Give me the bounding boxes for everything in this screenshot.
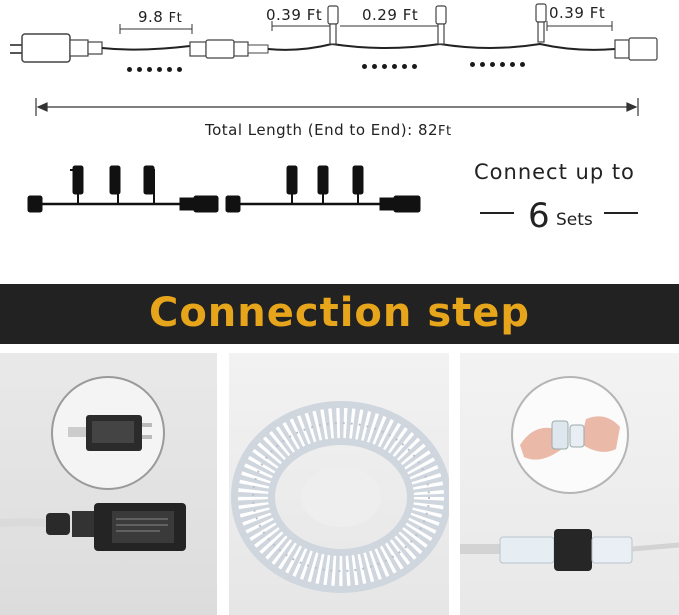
segment-1-value: 9.8	[138, 8, 164, 26]
segment-3-unit: Ft	[402, 6, 419, 24]
light-string-diagram	[10, 3, 658, 116]
segment-2-value: 0.39	[266, 6, 302, 24]
bulb-dots-1	[127, 67, 182, 72]
set-count-unit: Sets	[556, 210, 593, 230]
cable	[101, 45, 191, 51]
adapter-step-photo	[0, 353, 217, 615]
total-length-text: Total Length (End to End):	[205, 121, 413, 139]
segment-label-3: 0.29 Ft	[362, 6, 418, 24]
segment-label-1: 9.8 Ft	[138, 8, 182, 26]
connection-step-banner: Connection step	[0, 284, 679, 344]
spec-diagram: 9.8 Ft 0.39 Ft 0.29 Ft 0.39 Ft	[0, 0, 679, 284]
segment-4-unit: Ft	[589, 4, 606, 22]
plug-icon	[10, 33, 103, 63]
end-connector-icon	[614, 37, 658, 61]
coiled-lights-photo	[229, 353, 449, 615]
segment-label-2: 0.39 Ft	[266, 6, 322, 24]
set-count-value: 6	[528, 196, 550, 236]
adapter-illustration	[0, 376, 186, 551]
segment-label-4: 0.39 Ft	[549, 4, 605, 22]
segment-1-unit: Ft	[168, 11, 183, 26]
connected-sets-diagram	[27, 165, 421, 213]
connector-step-photo	[460, 353, 679, 615]
segment-2-unit: Ft	[306, 6, 323, 24]
dimension-arrows	[119, 21, 613, 34]
segment-4-value: 0.39	[549, 4, 585, 22]
connect-up-to-text: Connect up to	[474, 160, 635, 184]
dash-left	[480, 212, 514, 214]
socket-icon	[327, 3, 547, 45]
set-2	[225, 165, 421, 213]
bulb-dots-3	[470, 62, 525, 67]
connector-illustration	[460, 376, 679, 571]
set-1	[27, 165, 219, 213]
coil-illustration	[231, 401, 449, 593]
total-length-unit: Ft	[438, 124, 452, 139]
dash-right	[604, 212, 638, 214]
bulb-dots-2	[362, 64, 417, 69]
set-count: 6 Sets	[478, 196, 642, 236]
total-length-value: 82	[417, 121, 439, 139]
banner-title: Connection step	[148, 290, 531, 336]
connector-icon	[189, 39, 269, 59]
segment-3-value: 0.29	[362, 6, 398, 24]
string-wire	[267, 42, 616, 51]
total-length-label: Total Length (End to End): 82Ft	[205, 121, 452, 139]
total-length-arrow	[35, 98, 639, 116]
